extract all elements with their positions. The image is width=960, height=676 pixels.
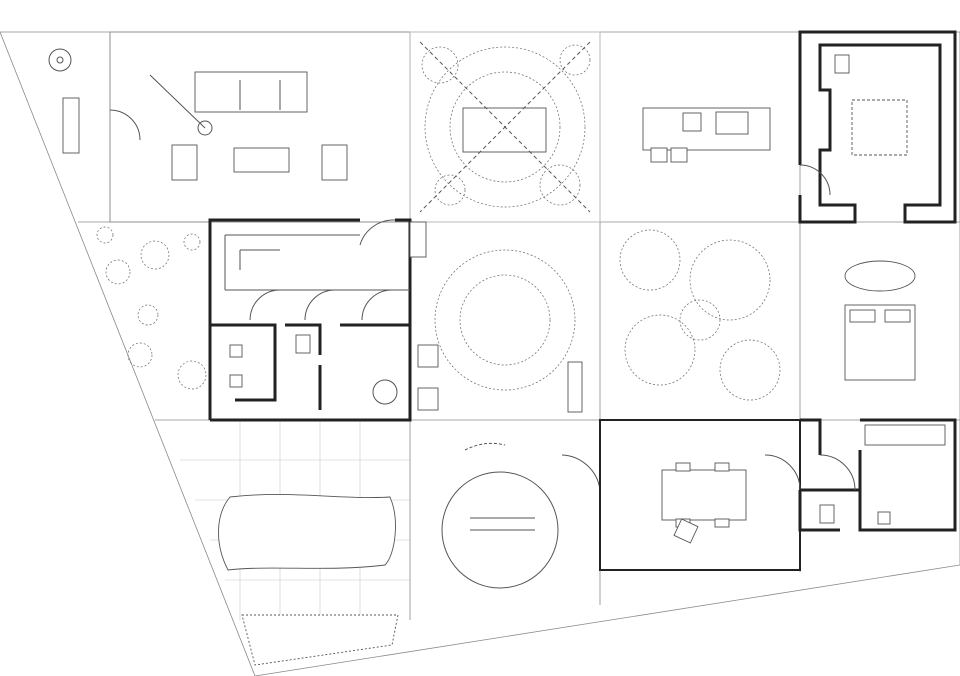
courtyard-dining [409,31,601,223]
stair-bath-block [208,218,427,422]
site-boundary [0,31,960,676]
dining-room [599,419,801,571]
bathroom-top [798,30,957,224]
bedroom [844,260,916,381]
garden-trees [96,226,207,390]
living-room [109,31,411,223]
central-tree-court [417,249,583,413]
round-room [441,442,601,589]
kitchen [642,107,771,163]
entry-objects [48,48,80,154]
pool [218,494,399,666]
wild-garden [619,229,781,401]
bathroom-bottom [798,418,957,532]
